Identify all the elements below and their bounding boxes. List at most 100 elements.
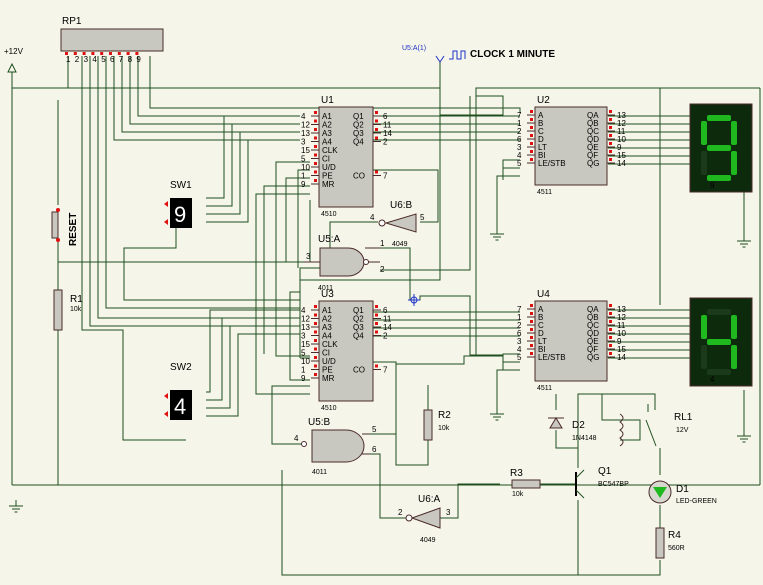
u1-pin-11: 11 bbox=[383, 121, 392, 130]
r4-ref: R4 bbox=[668, 530, 681, 541]
inverter-u6b: U6:B 4049 4 5 bbox=[370, 200, 425, 248]
u1-pin-3: 3 bbox=[301, 138, 306, 147]
u4-part: 4511 bbox=[537, 385, 552, 392]
u1-pin-name: A4 bbox=[322, 138, 332, 147]
u2-pin-name: QG bbox=[587, 159, 599, 168]
u2-part: 4511 bbox=[537, 189, 552, 196]
reset-button[interactable]: RESET bbox=[51, 208, 79, 246]
rl1-value: 12V bbox=[676, 427, 689, 434]
u4-pin-2: 2 bbox=[517, 321, 522, 330]
u1-pin-name: CO bbox=[353, 172, 365, 181]
sw2-digit: 4 bbox=[174, 394, 186, 419]
rp1-pin-6: 6 bbox=[110, 55, 115, 64]
u2-pin-1: 1 bbox=[517, 119, 522, 128]
u2-ref: U2 bbox=[537, 95, 550, 106]
u4-pin-name: QB bbox=[587, 313, 599, 322]
u3-part: 4510 bbox=[321, 405, 337, 412]
u2-pin-7: 7 bbox=[517, 111, 522, 120]
segment-g bbox=[707, 145, 731, 151]
u1-pin-10: 10 bbox=[301, 163, 310, 172]
u1-pin-name: A2 bbox=[322, 121, 332, 130]
u4-pin-name: LE/STB bbox=[538, 353, 566, 362]
u4-pin-14: 14 bbox=[617, 353, 626, 362]
u1-pin-name: A1 bbox=[322, 112, 332, 121]
u4-pin-name: LT bbox=[538, 337, 547, 346]
ground-icon bbox=[736, 234, 752, 248]
u2-pin-name: C bbox=[538, 127, 544, 136]
seven-segment-display-2: 4 bbox=[689, 297, 753, 387]
rp1-pin-5: 5 bbox=[101, 55, 106, 64]
u2-pin-10: 10 bbox=[617, 135, 626, 144]
u3-pin-name: A2 bbox=[322, 315, 332, 324]
u1-pin-1: 1 bbox=[301, 172, 306, 181]
resistor-r1: R1 10k bbox=[53, 289, 83, 331]
thumbwheel-switch-sw2[interactable]: SW2 4 bbox=[164, 362, 192, 420]
u3-pin-9: 9 bbox=[301, 374, 306, 383]
power-label: +12V bbox=[4, 47, 24, 56]
u4-pin-15: 15 bbox=[617, 345, 626, 354]
u3-pin-12: 12 bbox=[301, 315, 310, 324]
ground-icon bbox=[8, 499, 24, 513]
nand-gate-u5a: U5:A 4011 3 1 2 bbox=[304, 234, 385, 292]
u1-pin-name: U/D bbox=[322, 163, 336, 172]
resistor-r3: R3 10k bbox=[510, 468, 541, 498]
segment-b bbox=[731, 121, 737, 145]
u6a-pin-out: 3 bbox=[446, 508, 451, 517]
u1-pin-name: Q2 bbox=[353, 121, 364, 130]
rp1-pin-7: 7 bbox=[119, 55, 124, 64]
u2-pin-name: QC bbox=[587, 127, 599, 136]
rp1-pin-2: 2 bbox=[75, 55, 80, 64]
u1-pin-name: MR bbox=[322, 180, 335, 189]
u3-pin-10: 10 bbox=[301, 357, 310, 366]
u2-pin-11: 11 bbox=[617, 127, 626, 136]
u4-pin-6: 6 bbox=[517, 329, 522, 338]
u3-pin-name: CLK bbox=[322, 340, 338, 349]
u2-pin-13: 13 bbox=[617, 111, 626, 120]
seven-segment-display-1: 9 bbox=[689, 103, 753, 193]
u4-pin-name: BI bbox=[538, 345, 546, 354]
u3-pin-name: A1 bbox=[322, 306, 332, 315]
inverter-u6a: U6:A 4049 2 3 bbox=[398, 494, 451, 544]
u3-pin-11: 11 bbox=[383, 315, 392, 324]
u6b-part: 4049 bbox=[392, 241, 408, 248]
u1-pin-name: Q4 bbox=[353, 138, 364, 147]
thumbwheel-switch-sw1[interactable]: SW1 9 bbox=[164, 180, 192, 228]
segment-f bbox=[701, 315, 707, 339]
segment-a bbox=[707, 115, 731, 121]
u2-pin-name: QF bbox=[587, 151, 598, 160]
r4-value: 560R bbox=[668, 545, 685, 552]
segment-f bbox=[701, 121, 707, 145]
u6b-ref: U6:B bbox=[390, 200, 413, 211]
u3-pin-name: Q4 bbox=[353, 332, 364, 341]
clock-source-ref: U5:A(1) bbox=[402, 45, 426, 52]
u3-pin-name: A3 bbox=[322, 323, 332, 332]
relay-rl1: RL1 12V bbox=[619, 404, 693, 447]
u3-pin-4: 4 bbox=[301, 306, 306, 315]
disp1-digit: 9 bbox=[710, 181, 715, 190]
u4-pin-7: 7 bbox=[517, 305, 522, 314]
d1-ref: D1 bbox=[676, 484, 689, 495]
sw1-ref: SW1 bbox=[170, 180, 192, 191]
ground-icon bbox=[489, 407, 505, 421]
resistor-r4: R4 560R bbox=[655, 527, 685, 559]
u6a-part: 4049 bbox=[420, 537, 436, 544]
u3-pin-1: 1 bbox=[301, 366, 306, 375]
u3-pin-7: 7 bbox=[383, 366, 388, 375]
r1-ref: R1 bbox=[70, 294, 83, 305]
clock-source[interactable]: U5:A(1) CLOCK 1 MINUTE bbox=[402, 45, 555, 63]
u4-pin-name: QC bbox=[587, 321, 599, 330]
u2-pin-name: QB bbox=[587, 119, 599, 128]
diode-d2: D2 1N4148 bbox=[548, 417, 597, 442]
u4-pin-name: QD bbox=[587, 329, 599, 338]
u4-pin-3: 3 bbox=[517, 337, 522, 346]
u2-pin-name: BI bbox=[538, 151, 546, 160]
u3-ref: U3 bbox=[321, 289, 334, 300]
nand-gate-u5b: U5:B 4011 4 5 6 bbox=[294, 417, 377, 476]
u3-pin-name: MR bbox=[322, 374, 335, 383]
u1-ref: U1 bbox=[321, 95, 334, 106]
sw2-ref: SW2 bbox=[170, 362, 192, 373]
disp2-digit: 4 bbox=[710, 375, 715, 384]
u1-pin-name: Q3 bbox=[353, 129, 364, 138]
u5b-ref: U5:B bbox=[308, 417, 331, 428]
